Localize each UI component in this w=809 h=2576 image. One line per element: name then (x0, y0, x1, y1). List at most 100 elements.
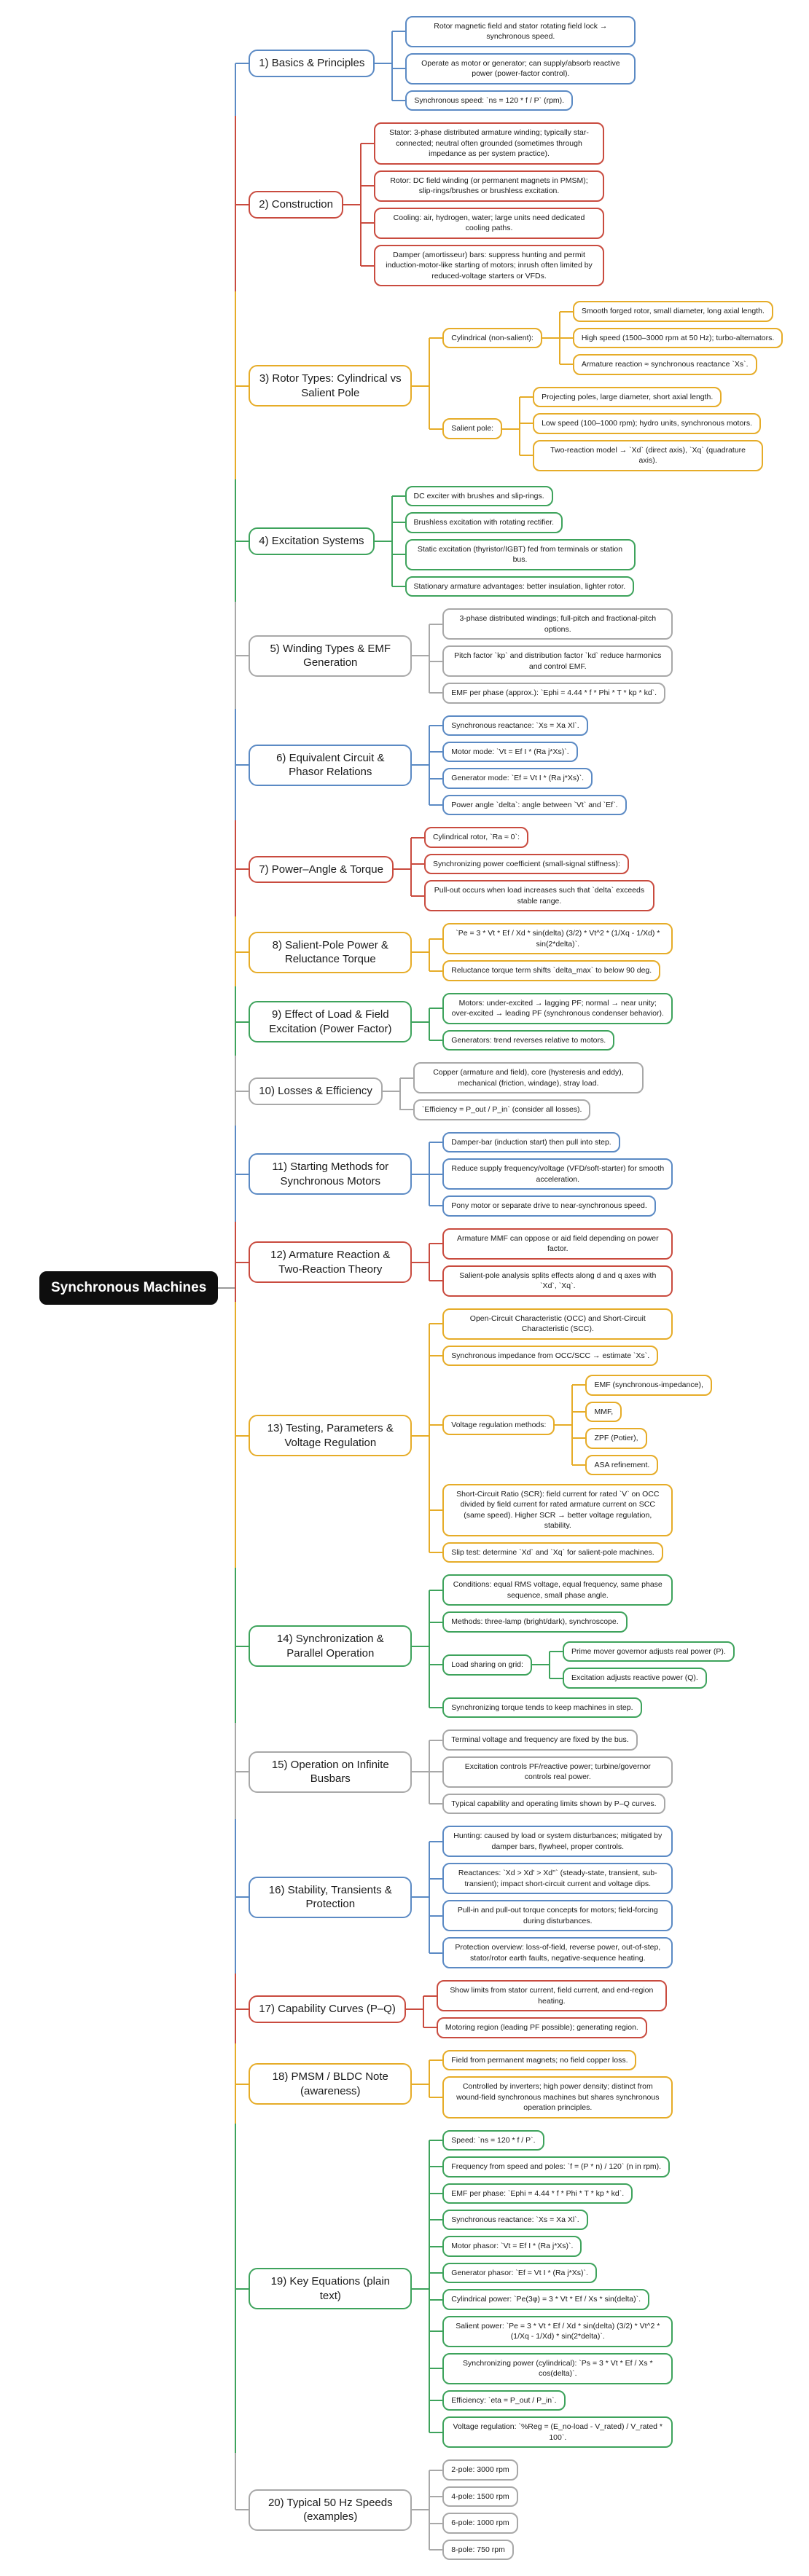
connector-elbow: 18) PMSM / BLDC Note (awareness)Field fr… (235, 2043, 783, 2125)
connector-elbow: Slip test: determine `Xd` and `Xq` for s… (429, 1538, 712, 1563)
sub-branch-node[interactable]: Voltage regulation methods: (442, 1414, 555, 1436)
branch-node-1[interactable]: 1) Basics & Principles (249, 50, 375, 77)
children-group: Smooth forged rotor, small diameter, lon… (542, 298, 783, 377)
connector-elbow: Cylindrical rotor, `Ra ≈ 0`: (410, 827, 654, 852)
node-row: Excitation adjusts reactive power (Q). (562, 1668, 707, 1689)
root-node[interactable]: Synchronous Machines (39, 1271, 219, 1305)
node-row: 14) Synchronization & Parallel Operation… (249, 1571, 735, 1721)
branch-node-12[interactable]: 12) Armature Reaction & Two-Reaction The… (249, 1241, 413, 1284)
node-row: Conditions: equal RMS voltage, equal fre… (442, 1574, 673, 1606)
leaf-node: `Pe = 3 * Vt * Ef / Xd * sin(delta) (3/2… (442, 923, 673, 955)
branch-node-20[interactable]: 20) Typical 50 Hz Speeds (examples) (249, 2489, 413, 2531)
leaf-node: Synchronizing torque tends to keep machi… (442, 1697, 642, 1719)
connector-elbow: Synchronous impedance from OCC/SCC → est… (429, 1341, 712, 1370)
node-row: Rotor: DC field winding (or permanent ma… (374, 170, 604, 202)
branch-node-15[interactable]: 15) Operation on Infinite Busbars (249, 1751, 413, 1793)
leaf-node: Prime mover governor adjusts real power … (562, 1641, 735, 1662)
leaf-node: Low speed (100–1000 rpm); hydro units, s… (533, 413, 761, 434)
node-row: Motor phasor: `Vt = Ef I * (Ra j*Xs)`. (442, 2236, 582, 2257)
node-row: Show limits from stator current, field c… (436, 1980, 667, 2012)
node-row: EMF (synchronous-impedance), (585, 1375, 712, 1396)
branch-node-7[interactable]: 7) Power–Angle & Torque (249, 855, 394, 884)
branch-node-16[interactable]: 16) Stability, Transients & Protection (249, 1876, 413, 1918)
connector-elbow: Efficiency: `eta = P_out / P_in`. (429, 2386, 673, 2415)
sub-branch-node[interactable]: Load sharing on grid: (442, 1654, 532, 1676)
connector-elbow: Reluctance torque term shifts `delta_max… (429, 957, 673, 981)
node-row: Synchronizing power (cylindrical): `Ps =… (442, 2352, 673, 2384)
branch-node-11[interactable]: 11) Starting Methods for Synchronous Mot… (249, 1153, 413, 1195)
node-row: Prime mover governor adjusts real power … (562, 1641, 735, 1662)
branch-node-19[interactable]: 19) Key Equations (plain text) (249, 2268, 413, 2310)
branch-node-5[interactable]: 5) Winding Types & EMF Generation (249, 635, 413, 677)
leaf-node: Synchronizing power coefficient (small-s… (423, 853, 629, 875)
leaf-node: Damper-bar (induction start) then pull i… (442, 1131, 620, 1153)
leaf-node: Excitation adjusts reactive power (Q). (562, 1668, 707, 1689)
node-row: Reduce supply frequency/voltage (VFD/sof… (442, 1158, 673, 1190)
branch-node-18[interactable]: 18) PMSM / BLDC Note (awareness) (249, 2063, 413, 2105)
leaf-node: `Efficiency = P_out / P_in` (consider al… (413, 1099, 591, 1120)
connector-elbow: Reactances: `Xd > Xd' > Xd''` (steady-st… (429, 1859, 673, 1898)
node-row: Cylindrical rotor, `Ra ≈ 0`: (423, 827, 528, 848)
node-row: 3) Rotor Types: Cylindrical vs Salient P… (249, 295, 783, 476)
node-row: 19) Key Equations (plain text) Speed: `ns… (249, 2127, 673, 2451)
connector-elbow: Speed: `ns = 120 * f / P`. (429, 2129, 673, 2155)
node-row: 7) Power–Angle & Torque Cylindrical rotor… (249, 824, 654, 914)
connector-elbow: Generators: trend reverses relative to m… (429, 1026, 673, 1051)
leaf-node: Generator phasor: `Ef = Vt I * (Ra j*Xs)… (442, 2262, 597, 2284)
connector-elbow: Salient-pole analysis splits effects alo… (429, 1261, 673, 1297)
branch-node-13[interactable]: 13) Testing, Parameters & Voltage Regula… (249, 1415, 413, 1457)
branch-node-4[interactable]: 4) Excitation Systems (249, 527, 375, 555)
node-row: Pony motor or separate drive to near-syn… (442, 1195, 656, 1217)
node-row: 15) Operation on Infinite Busbars Termina… (249, 1727, 673, 1817)
connector-elbow: Excitation controls PF/reactive power; t… (429, 1752, 673, 1791)
connector-elbow: Open-Circuit Characteristic (OCC) and Sh… (429, 1308, 712, 1343)
branch-node-14[interactable]: 14) Synchronization & Parallel Operation (249, 1625, 413, 1668)
node-row: Synchronous impedance from OCC/SCC → est… (442, 1345, 659, 1367)
children-group: `Pe = 3 * Vt * Ef / Xd * sin(delta) (3/2… (412, 920, 673, 983)
leaf-node: Pull-in and pull-out torque concepts for… (442, 1900, 673, 1932)
leaf-node: Synchronous reactance: `Xs = Xa Xl`. (442, 715, 588, 736)
connector-elbow: Static excitation (thyristor/IGBT) fed f… (391, 535, 636, 574)
connector-elbow: 14) Synchronization & Parallel Operation… (235, 1568, 783, 1725)
connector-elbow: Stator: 3-phase distributed armature win… (360, 122, 604, 169)
node-row: ZPF (Potier), (585, 1428, 647, 1449)
node-row: Cylindrical (non-salient): Smooth forged … (442, 298, 783, 377)
node-row: Power angle `delta`: angle between `Vt` … (442, 794, 627, 816)
leaf-node: Synchronous reactance: `Xs = Xa Xl`. (442, 2209, 588, 2231)
node-row: 11) Starting Methods for Synchronous Mot… (249, 1129, 673, 1220)
leaf-node: Operate as motor or generator; can suppl… (405, 52, 636, 85)
node-row: Load sharing on grid: Prime mover governo… (442, 1638, 735, 1692)
connector-elbow: Smooth forged rotor, small diameter, lon… (558, 301, 783, 326)
branch-node-6[interactable]: 6) Equivalent Circuit & Phasor Relations (249, 744, 413, 786)
connector-elbow: Conditions: equal RMS voltage, equal fre… (429, 1574, 734, 1610)
connector-elbow: Motoring region (leading PF possible); g… (422, 2014, 667, 2038)
leaf-node: Frequency from speed and poles: `f = (P … (442, 2156, 671, 2178)
node-row: `Efficiency = P_out / P_in` (consider al… (413, 1099, 591, 1120)
connector-elbow: Salient power: `Pe = 3 * Vt * Ef / Xd * … (429, 2312, 673, 2351)
connector-elbow: Frequency from speed and poles: `f = (P … (429, 2152, 673, 2182)
children-group: Motors: under-excited → lagging PF; norm… (412, 990, 673, 1053)
connector-elbow: 4-pole: 1500 rpm (429, 2482, 518, 2511)
children-group: DC exciter with brushes and slip-rings.B… (374, 483, 636, 600)
branch-node-9[interactable]: 9) Effect of Load & Field Excitation (Po… (249, 1001, 413, 1043)
branch-node-2[interactable]: 2) Construction (249, 191, 343, 219)
branch-node-3[interactable]: 3) Rotor Types: Cylindrical vs Salient P… (249, 365, 413, 407)
branch-node-17[interactable]: 17) Capability Curves (P–Q) (249, 1995, 406, 2023)
node-row: Reluctance torque term shifts `delta_max… (442, 960, 661, 981)
node-row: Terminal voltage and frequency are fixed… (442, 1729, 638, 1751)
children-group: Hunting: caused by load or system distur… (412, 1823, 673, 1971)
branch-node-8[interactable]: 8) Salient-Pole Power & Reluctance Torqu… (249, 931, 413, 973)
node-row: Excitation controls PF/reactive power; t… (442, 1756, 673, 1788)
leaf-node: Rotor: DC field winding (or permanent ma… (374, 170, 604, 202)
connector-elbow: 19) Key Equations (plain text) Speed: `ns… (235, 2123, 783, 2455)
connector-elbow: Methods: three-lamp (bright/dark), synch… (429, 1608, 734, 1637)
leaf-node: Power angle `delta`: angle between `Vt` … (442, 794, 627, 816)
connector-elbow: Voltage regulation methods: EMF (synchron… (429, 1368, 712, 1482)
sub-branch-node[interactable]: Salient pole: (442, 418, 503, 439)
node-row: Protection overview: loss-of-field, reve… (442, 1937, 673, 1969)
branch-node-10[interactable]: 10) Losses & Efficiency (249, 1077, 383, 1105)
leaf-node: 8-pole: 750 rpm (442, 2539, 514, 2561)
children-group: Cylindrical (non-salient): Smooth forged … (412, 295, 783, 476)
sub-branch-node[interactable]: Cylindrical (non-salient): (442, 327, 542, 349)
